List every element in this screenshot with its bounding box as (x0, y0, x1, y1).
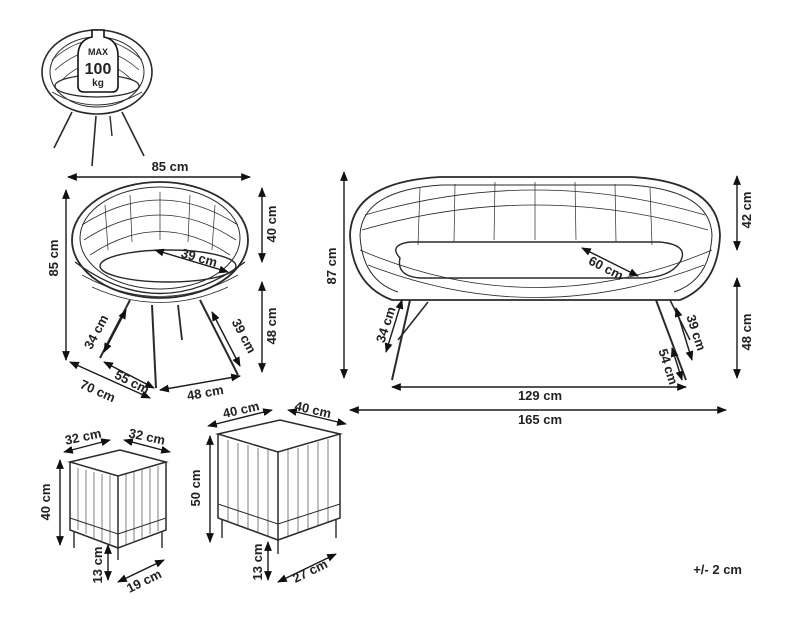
big-table-base-label: 27 cm (290, 556, 330, 586)
sofa-height-label: 87 cm (324, 248, 339, 285)
sofa-seat-height-label: 48 cm (739, 314, 754, 351)
badge-unit-text: kg (92, 78, 104, 89)
small-table-base-label: 19 cm (124, 566, 164, 596)
small-table-height-label: 40 cm (38, 484, 53, 521)
small-table-width2-label: 32 cm (127, 425, 166, 447)
chair-seat-height-label: 48 cm (264, 308, 279, 345)
sofa-back-label: 42 cm (739, 192, 754, 229)
small-table-drawing (67, 449, 169, 560)
chair-base-rear-label: 48 cm (186, 382, 225, 403)
chair-base-front-label: 55 cm (112, 367, 152, 397)
big-table-leg-label: 13 cm (250, 544, 265, 581)
big-table-width2-label: 40 cm (293, 398, 332, 421)
big-table-dimensions: 40 cm 40 cm 50 cm 13 cm 27 cm (188, 398, 347, 586)
chair-seat-depth-label: 39 cm (179, 245, 219, 270)
big-table-drawing (215, 419, 343, 554)
max-load-badge: MAX 100 kg (77, 29, 119, 93)
chair-height-label: 85 cm (46, 240, 61, 277)
badge-max-text: MAX (88, 47, 108, 57)
badge-value-text: 100 (85, 61, 112, 78)
sofa-width-label: 165 cm (518, 412, 562, 427)
big-table-height-label: 50 cm (188, 470, 203, 507)
small-table-leg-label: 13 cm (90, 547, 105, 584)
chair-leg-back-label: 39 cm (229, 316, 260, 356)
tolerance-note: +/- 2 cm (693, 562, 742, 577)
chair-drawing (71, 181, 249, 389)
sofa-inner-width-label: 129 cm (518, 388, 562, 403)
chair-back-label: 40 cm (264, 206, 279, 243)
chair-width-label: 85 cm (152, 159, 189, 174)
small-table-width1-label: 32 cm (63, 425, 102, 447)
